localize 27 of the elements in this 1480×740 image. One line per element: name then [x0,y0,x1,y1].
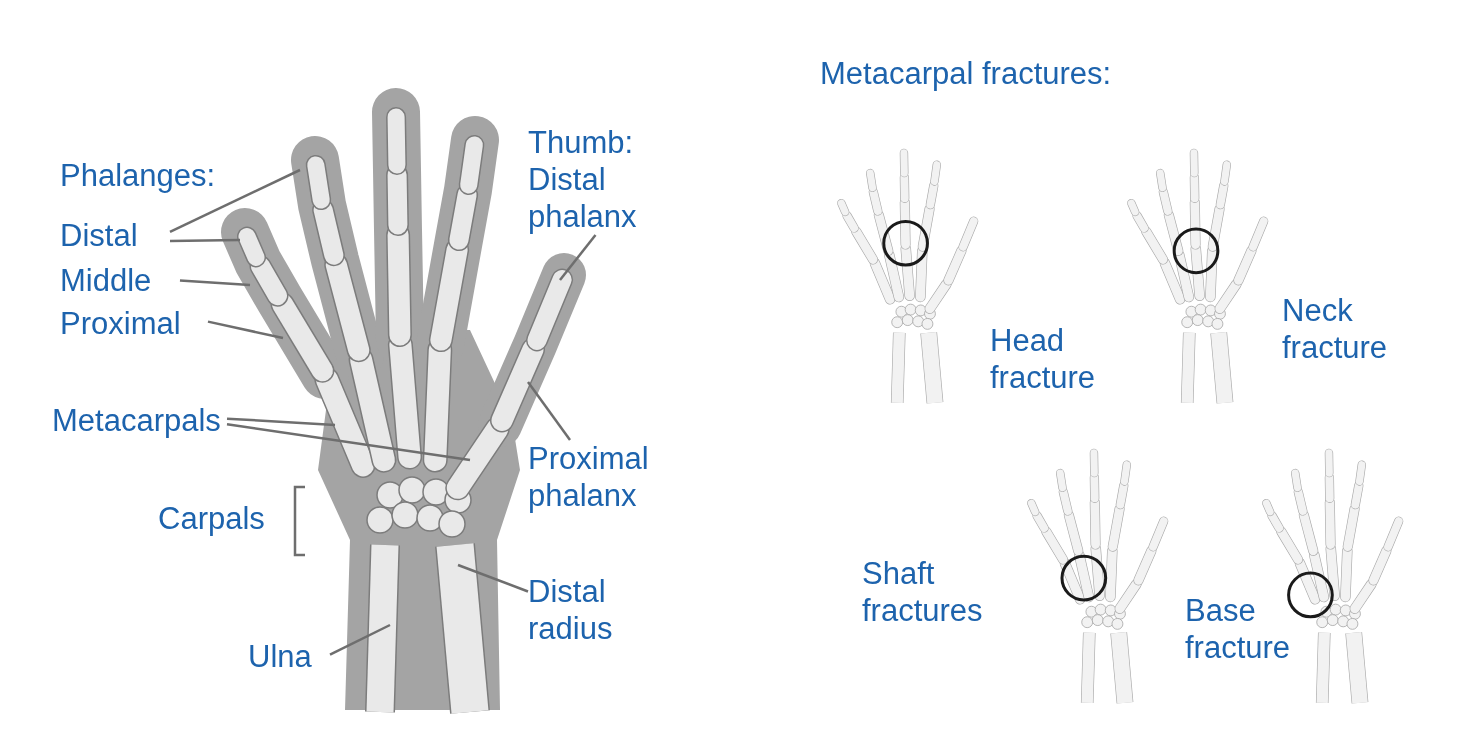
leader-line [179,279,251,287]
part-label: Proximal phalanx [528,440,678,514]
caption-text: Shaft fractures [862,555,984,629]
leader-line [226,417,336,427]
hand-skeleton-drawing [1127,148,1269,404]
leader-line [559,234,597,281]
part-label: Distal radius [528,573,648,647]
caption-text: Base fracture [1185,592,1292,666]
leader-line [170,238,240,243]
leader-line [457,563,529,593]
part-label: Middle [60,262,180,299]
leader-line [169,168,301,233]
leader-line [207,320,284,340]
part-label: Carpals [158,500,265,537]
section-heading: Metacarpal fractures: [820,55,1112,92]
part-label: Phalanges: [60,157,216,194]
leader-line [527,381,571,441]
part-label: Metacarpals [52,402,227,439]
part-label: Thumb: Distal phalanx [528,124,678,235]
hand-skeleton-drawing [837,148,979,404]
leader-line [226,422,471,462]
part-label: Proximal [60,305,208,342]
caption-text: Neck fracture [1282,292,1389,366]
hand-skeleton-drawing [1027,448,1169,704]
caption-text: Head fracture [990,322,1097,396]
part-label: Distal [60,217,170,254]
part-label: Ulna [248,638,330,675]
